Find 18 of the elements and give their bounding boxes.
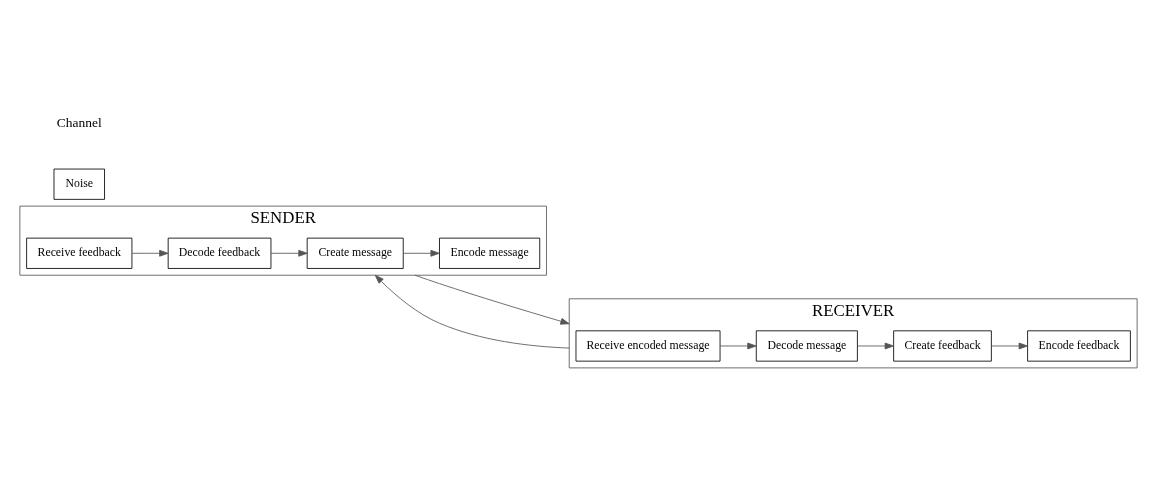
node-box: Decode message [755, 329, 858, 362]
node-box: Create message [306, 237, 404, 269]
arrow [991, 342, 1028, 349]
node-box: Encode message [439, 237, 541, 269]
arrow [719, 342, 757, 349]
arrow [131, 249, 169, 257]
node-box: Noise [53, 168, 105, 200]
node-box: Receive feedback [26, 237, 133, 269]
arrow [857, 342, 894, 349]
node-box: Encode feedback [1027, 329, 1131, 362]
label: Channel [56, 114, 102, 130]
arrow [403, 249, 440, 257]
node-box: Create feedback [893, 329, 992, 362]
node-box: Decode feedback [167, 237, 272, 269]
arrow [414, 274, 570, 325]
arrow [270, 249, 308, 257]
node-box: Receive encoded message [575, 329, 721, 362]
arrow [374, 274, 570, 348]
